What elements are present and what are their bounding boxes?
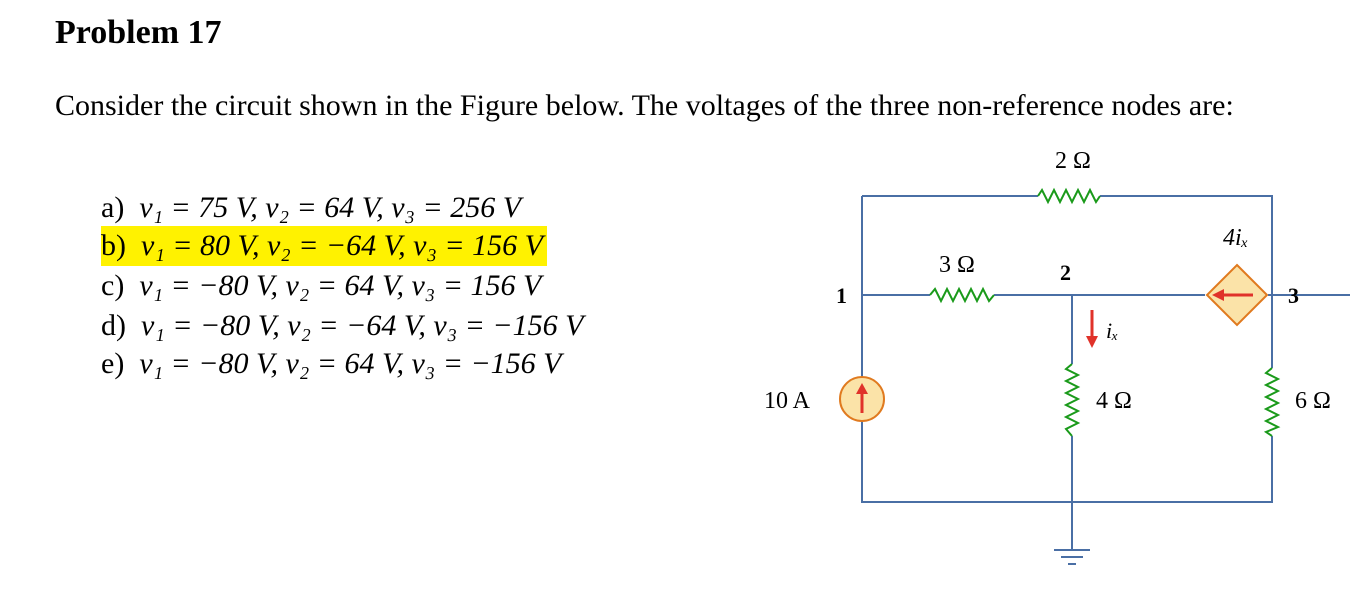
option-b: b) v₁ = 80 V, v₂ = −64 V, v₃ = 156 V	[101, 226, 547, 266]
option-letter: b)	[101, 229, 126, 262]
label-source-current: 10 A	[764, 388, 811, 414]
problem-title: Problem 17	[55, 14, 222, 51]
option-e: e) v₁ = −80 V, v₂ = 64 V, v₃ = −156 V	[101, 344, 562, 384]
option-letter: a)	[101, 191, 125, 224]
option-text: v₁ = −80 V, v₂ = 64 V, v₃ = 156 V	[139, 269, 542, 302]
problem-intro: Consider the circuit shown in the Figure…	[55, 89, 1234, 122]
option-d: d) v₁ = −80 V, v₂ = −64 V, v₃ = −156 V	[101, 306, 583, 346]
option-letter: c)	[101, 269, 125, 302]
current-arrow	[1086, 310, 1098, 348]
option-letter: e)	[101, 347, 125, 380]
label-r-mid: 4 Ω	[1096, 388, 1132, 414]
label-node-2: 2	[1060, 260, 1071, 285]
option-text: v₁ = 75 V, v₂ = 64 V, v₃ = 256 V	[139, 191, 522, 224]
option-text: v₁ = −80 V, v₂ = 64 V, v₃ = −156 V	[139, 347, 562, 380]
label-r-left: 3 Ω	[939, 252, 975, 278]
resistor-6ohm	[1263, 367, 1281, 437]
resistor-2ohm	[1037, 187, 1101, 205]
option-text: v₁ = 80 V, v₂ = −64 V, v₃ = 156 V	[141, 229, 543, 262]
label-r-top: 2 Ω	[1055, 148, 1091, 174]
ground-symbol	[1054, 549, 1090, 565]
current-source	[839, 376, 885, 422]
circuit-diagram: 2 Ω 3 Ω 4 Ω 6 Ω 10 A 4iₓ iₓ 1 2 3	[764, 148, 1350, 565]
option-c: c) v₁ = −80 V, v₂ = 64 V, v₃ = 156 V	[101, 266, 541, 306]
label-node-1: 1	[836, 283, 847, 308]
circuit-wires	[861, 195, 1350, 550]
resistor-3ohm	[929, 286, 995, 304]
resistor-4ohm	[1063, 363, 1081, 437]
label-dep-source: 4iₓ	[1223, 225, 1249, 251]
label-node-3: 3	[1288, 283, 1299, 308]
label-r-right: 6 Ω	[1295, 388, 1331, 414]
option-text: v₁ = −80 V, v₂ = −64 V, v₃ = −156 V	[141, 309, 584, 342]
dependent-source	[1205, 263, 1269, 327]
option-a: a) v₁ = 75 V, v₂ = 64 V, v₃ = 256 V	[101, 188, 521, 228]
option-letter: d)	[101, 309, 126, 342]
label-ix: iₓ	[1106, 318, 1118, 343]
